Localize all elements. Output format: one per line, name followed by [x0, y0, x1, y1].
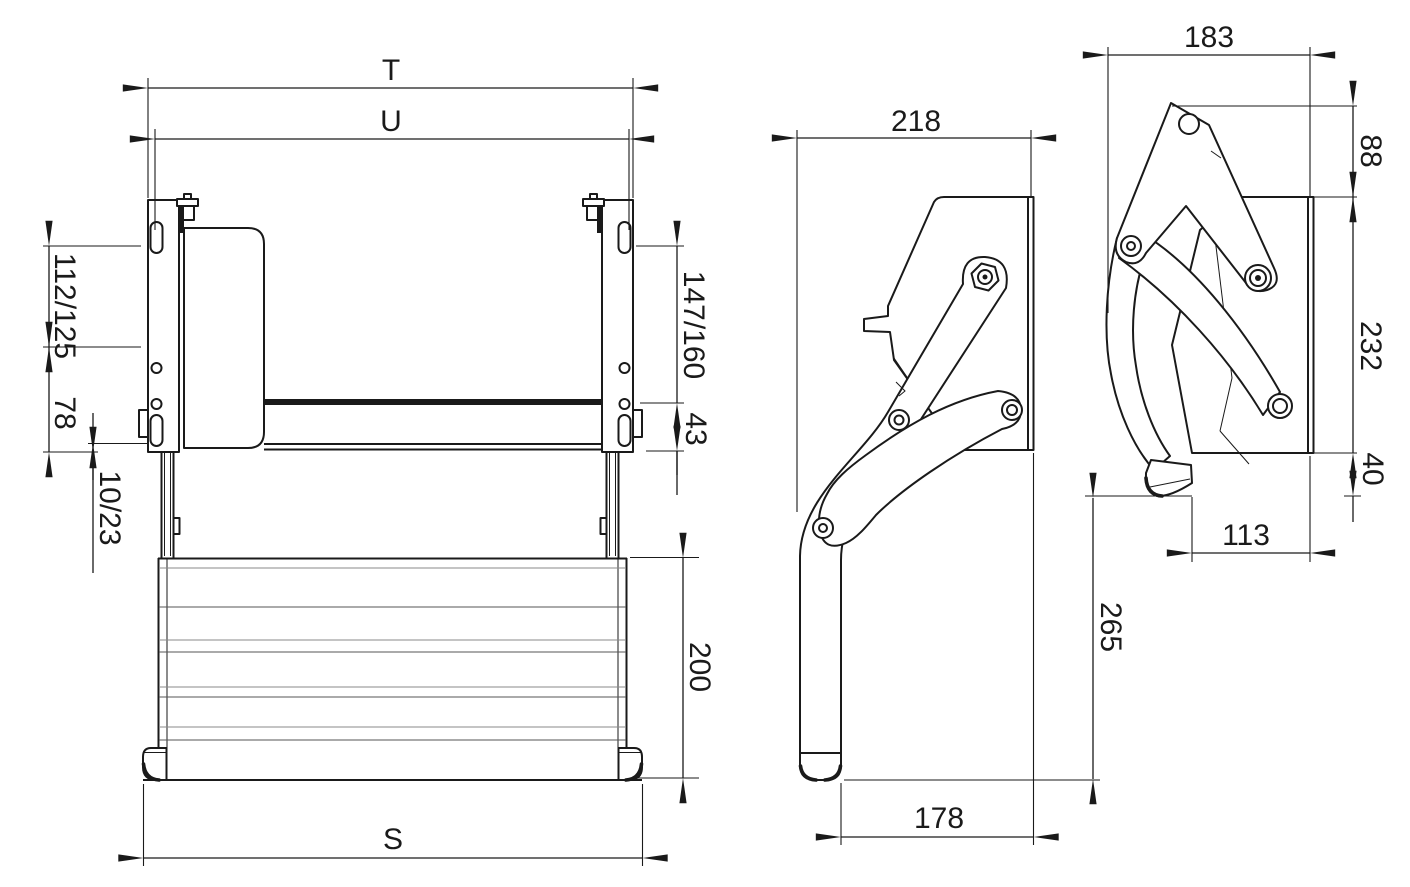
dim-200: 200	[630, 532, 716, 804]
wall-plate-edge-folded	[1307, 196, 1315, 454]
dim-label-arm-top-offset: 88	[1354, 134, 1387, 167]
folded-pivot-upper-plate	[1244, 264, 1272, 292]
dim-label-step-width: S	[383, 823, 403, 856]
dim-S: S	[118, 784, 668, 866]
dim-label-right-upper: 147/160	[677, 271, 710, 379]
dim-112-125: 112/125	[43, 220, 141, 373]
dim-label-mount-spacing: U	[380, 105, 402, 138]
dim-U: U	[129, 105, 655, 230]
pivot-leg	[812, 517, 834, 539]
right-mounting-bracket	[582, 193, 643, 453]
dim-label-left-lower: 78	[48, 396, 81, 429]
left-side-tab	[138, 409, 149, 438]
left-hole-2	[150, 398, 163, 410]
wall-plate-edge	[1027, 196, 1035, 451]
right-upper-slot-hole	[617, 221, 632, 254]
left-mounting-bracket	[138, 193, 199, 453]
dim-10-23: 10/23	[88, 413, 148, 573]
dim-label-bottom-overhang: 40	[1356, 452, 1389, 485]
dimensions: T U S 112/125 78	[43, 21, 1389, 866]
step-tread	[141, 557, 644, 782]
dim-label-left-upper: 112/125	[48, 253, 81, 359]
dim-label-folded-width: 183	[1184, 21, 1234, 54]
left-lower-slot-hole	[149, 414, 164, 447]
folded-pivot-top	[1178, 113, 1200, 135]
pivot-plate-lower	[1001, 399, 1023, 421]
dim-T: T	[122, 54, 659, 198]
right-leg	[599, 452, 620, 558]
dim-147-160: 147/160	[636, 220, 710, 429]
dim-label-protrusion: 178	[914, 802, 964, 835]
right-hole-2	[618, 398, 631, 410]
dim-label-bracket-height: 232	[1354, 321, 1387, 371]
dim-label-ground-clearance: 265	[1094, 602, 1127, 652]
side-view-folded	[1105, 102, 1315, 498]
dim-label-overall-width: T	[382, 54, 400, 87]
dim-113: 113	[1166, 456, 1336, 562]
dim-label-right-lower: 43	[679, 412, 712, 445]
right-lower-slot-hole	[617, 414, 632, 447]
dim-88: 88	[1172, 80, 1387, 223]
front-view	[138, 193, 644, 782]
stabilizer-arm	[817, 390, 1023, 547]
leg-foot	[798, 752, 843, 782]
right-hole-1	[618, 362, 631, 374]
folded-pivot-left	[1120, 235, 1142, 257]
dim-78: 78	[43, 321, 98, 478]
dim-label-tread-height: 200	[683, 642, 716, 692]
left-hole-1	[150, 362, 163, 374]
dim-183: 183	[1082, 21, 1336, 313]
left-upper-slot-hole	[149, 221, 164, 254]
side-view-extended	[798, 196, 1035, 782]
left-bolt-flange	[176, 198, 199, 207]
drive-housing	[183, 227, 265, 449]
pivot-upper	[970, 262, 1000, 292]
right-bolt-flange	[582, 198, 605, 207]
dim-43: 43	[646, 412, 712, 495]
dim-265: 265	[1085, 472, 1192, 805]
dim-178: 178	[815, 453, 1059, 845]
folded-stabilizer-arm	[1118, 233, 1281, 416]
dim-40: 40	[1344, 452, 1389, 522]
folded-pivot-lower-plate	[1267, 393, 1293, 419]
dim-218: 218	[771, 105, 1057, 512]
dim-232: 232	[1313, 171, 1387, 479]
dim-label-folded-depth: 113	[1222, 519, 1270, 552]
folded-foot	[1144, 459, 1193, 498]
dim-label-mount-depth: 218	[891, 105, 941, 138]
axle-bar	[264, 399, 602, 405]
right-side-tab	[632, 409, 643, 438]
left-leg	[160, 452, 181, 558]
dim-label-left-gap: 10/23	[93, 470, 126, 545]
pivot-middle	[888, 409, 910, 431]
lower-rod	[264, 443, 602, 451]
